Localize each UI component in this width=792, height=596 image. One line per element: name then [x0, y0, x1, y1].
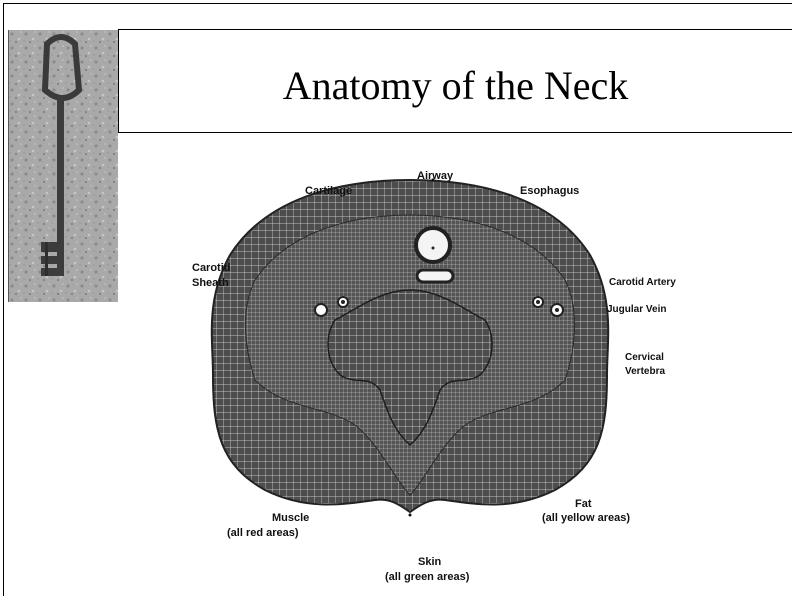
airway-shape — [416, 228, 450, 262]
label-esophagus: Esophagus — [520, 185, 579, 198]
label-cartilage: Cartilage — [305, 185, 352, 198]
title-box: Anatomy of the Neck — [118, 29, 792, 133]
label-cervical-2: Vertebra — [625, 365, 665, 378]
label-muscle-1: Muscle — [272, 512, 309, 525]
label-skin-2: (all green areas) — [385, 571, 469, 584]
slide-title: Anatomy of the Neck — [283, 62, 628, 109]
label-skin-1: Skin — [418, 556, 441, 569]
label-airway: Airway — [417, 170, 453, 183]
label-fat-2: (all yellow areas) — [542, 512, 630, 525]
label-carotid-sheath-2: Sheath — [192, 277, 229, 290]
label-carotid-sheath-1: Carotid — [192, 262, 231, 275]
label-carotid-artery: Carotid Artery — [609, 276, 676, 289]
label-jugular-vein: Jugular Vein — [607, 303, 666, 316]
label-fat-1: Fat — [575, 498, 592, 511]
neck-cross-section-diagram: Airway Cartilage Esophagus Carotid Sheat… — [195, 160, 625, 590]
label-muscle-2: (all red areas) — [227, 527, 299, 540]
label-cervical-1: Cervical — [625, 351, 664, 364]
esophagus-shape — [417, 270, 453, 282]
key-image — [8, 30, 118, 302]
